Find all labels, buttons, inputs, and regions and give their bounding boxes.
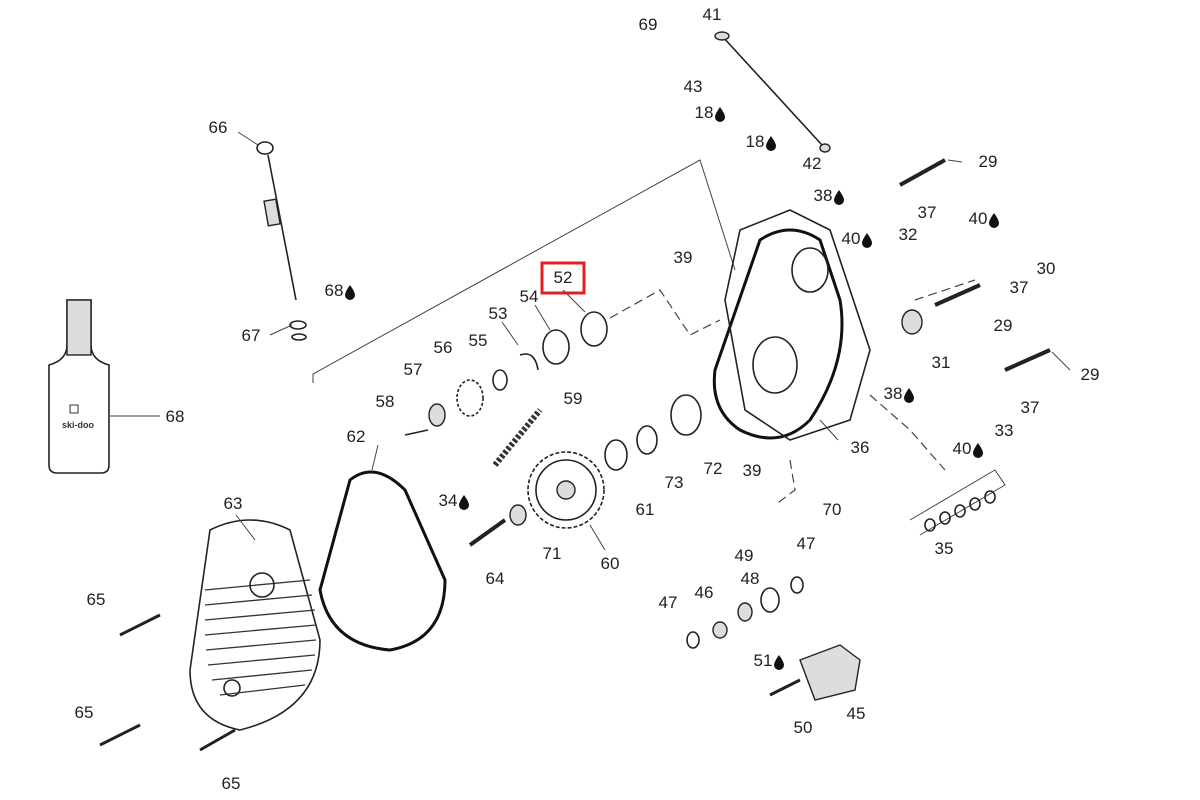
oil-drop-icon — [459, 495, 469, 510]
small-parts-46-49 — [686, 576, 804, 649]
ring-73 — [636, 425, 658, 455]
part-label-29[interactable]: 29 — [1081, 365, 1100, 384]
part-label-37[interactable]: 37 — [1021, 398, 1040, 417]
part-label-40[interactable]: 40 — [953, 439, 972, 458]
part-label-48[interactable]: 48 — [741, 569, 760, 588]
part-label-72[interactable]: 72 — [704, 459, 723, 478]
part-label-32[interactable]: 32 — [899, 225, 918, 244]
gasket-62 — [318, 470, 447, 652]
oil-drop-icon — [989, 213, 999, 228]
part-label-34[interactable]: 34 — [439, 491, 458, 510]
ring-61 — [604, 439, 628, 471]
bushing-31 — [901, 309, 923, 335]
oil-bottle-68: ski-doo — [48, 299, 110, 474]
part-label-68[interactable]: 68 — [166, 407, 185, 426]
part-label-40[interactable]: 40 — [969, 209, 988, 228]
part-label-30[interactable]: 30 — [1037, 259, 1056, 278]
part-label-38[interactable]: 38 — [884, 384, 903, 403]
shims-35 — [909, 469, 1006, 536]
part-label-58[interactable]: 58 — [376, 392, 395, 411]
part-label-67[interactable]: 67 — [242, 326, 261, 345]
assembly-lines — [312, 159, 976, 506]
part-label-36[interactable]: 36 — [851, 438, 870, 457]
part-label-63[interactable]: 63 — [224, 494, 243, 513]
part-label-57[interactable]: 57 — [404, 360, 423, 379]
part-label-62[interactable]: 62 — [347, 427, 366, 446]
part-label-65[interactable]: 65 — [87, 590, 106, 609]
sprocket-57 — [428, 403, 446, 427]
chain-59 — [492, 408, 543, 467]
part-label-37[interactable]: 37 — [1010, 278, 1029, 297]
part-label-68[interactable]: 68 — [325, 281, 344, 300]
part-label-38[interactable]: 38 — [814, 186, 833, 205]
part-label-43[interactable]: 43 — [684, 77, 703, 96]
part-label-18[interactable]: 18 — [746, 132, 765, 151]
oil-drop-icon — [862, 233, 872, 248]
part-label-65[interactable]: 65 — [75, 703, 94, 722]
gear-60 — [527, 451, 605, 529]
part-label-61[interactable]: 61 — [636, 500, 655, 519]
gear-56 — [456, 379, 484, 417]
oil-drop-icon — [774, 655, 784, 670]
pin-58 — [404, 429, 429, 436]
part-label-53[interactable]: 53 — [489, 304, 508, 323]
part-label-66[interactable]: 66 — [209, 118, 228, 137]
part-label-29[interactable]: 29 — [994, 316, 1013, 335]
part-label-51[interactable]: 51 — [754, 651, 773, 670]
part-label-49[interactable]: 49 — [735, 546, 754, 565]
part-label-29[interactable]: 29 — [979, 152, 998, 171]
oil-drop-icon — [345, 285, 355, 300]
oil-drop-icon — [904, 388, 914, 403]
highlight-box — [540, 261, 586, 295]
oil-drop-icon — [715, 107, 725, 122]
part-label-40[interactable]: 40 — [842, 229, 861, 248]
part-label-54[interactable]: 54 — [520, 287, 539, 306]
part-label-33[interactable]: 33 — [995, 421, 1014, 440]
oil-drop-icon — [766, 136, 776, 151]
dipstick-66 — [256, 141, 307, 341]
bolts — [99, 158, 1051, 752]
part-label-55[interactable]: 55 — [469, 331, 488, 350]
part-label-71[interactable]: 71 — [543, 544, 562, 563]
circlip-53 — [519, 353, 539, 371]
part-label-35[interactable]: 35 — [935, 539, 954, 558]
part-label-69[interactable]: 69 — [639, 15, 658, 34]
bearing-54 — [542, 329, 570, 365]
cover-63 — [189, 519, 321, 731]
part-label-39[interactable]: 39 — [743, 461, 762, 480]
part-label-47[interactable]: 47 — [797, 534, 816, 553]
part-label-70[interactable]: 70 — [823, 500, 842, 519]
part-label-31[interactable]: 31 — [932, 353, 951, 372]
part-label-47[interactable]: 47 — [659, 593, 678, 612]
part-label-46[interactable]: 46 — [695, 583, 714, 602]
oil-drop-icon — [973, 443, 983, 458]
part-label-59[interactable]: 59 — [564, 389, 583, 408]
rod-41 — [714, 31, 831, 153]
ring-55 — [492, 369, 508, 391]
part-label-56[interactable]: 56 — [434, 338, 453, 357]
housing-36 — [712, 209, 871, 441]
bracket-45 — [799, 644, 861, 701]
part-label-42[interactable]: 42 — [803, 154, 822, 173]
bearing-52 — [580, 311, 608, 347]
part-label-60[interactable]: 60 — [601, 554, 620, 573]
bearing-72 — [670, 394, 702, 436]
part-label-37[interactable]: 37 — [918, 203, 937, 222]
oil-drop-icon — [834, 190, 844, 205]
part-label-39[interactable]: 39 — [674, 248, 693, 267]
part-label-41[interactable]: 41 — [703, 5, 722, 24]
part-label-52[interactable]: 52 — [554, 268, 573, 287]
part-labels: 69 41 43 18 18 42 29 38 37 40 32 40 30 37 29 31 29 38 37 33… — [75, 5, 1100, 793]
part-label-50[interactable]: 50 — [794, 718, 813, 737]
bottle-logo: ski-doo — [62, 420, 95, 430]
spacer-71 — [509, 504, 527, 526]
part-label-73[interactable]: 73 — [665, 473, 684, 492]
part-label-18[interactable]: 18 — [695, 103, 714, 122]
part-label-65[interactable]: 65 — [222, 774, 241, 793]
part-label-45[interactable]: 45 — [847, 704, 866, 723]
part-label-64[interactable]: 64 — [486, 569, 505, 588]
